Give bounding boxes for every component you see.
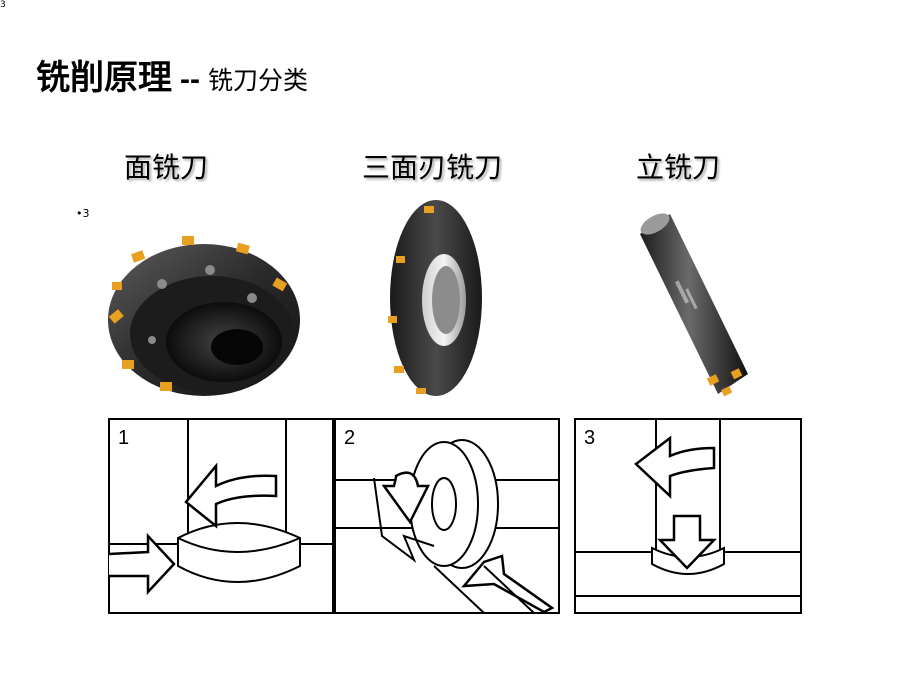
corner-mark: 3 <box>0 0 6 10</box>
face-mill-image <box>108 236 300 396</box>
diagram-1: 1 <box>108 418 334 614</box>
diagram-2: 2 <box>334 418 560 614</box>
label-face-mill: 面铣刀 <box>124 151 209 184</box>
bullet-mark: •3 <box>76 207 90 220</box>
end-mill-image <box>640 213 748 397</box>
title-separator: -- <box>180 63 200 96</box>
diagram-1-number: 1 <box>118 427 129 449</box>
diagram-3: 3 <box>574 418 802 614</box>
diagram-2-number: 2 <box>344 427 355 449</box>
side-mill-image <box>388 200 482 396</box>
title-main: 铣削原理 <box>36 58 172 98</box>
diagram-3-number: 3 <box>584 427 595 449</box>
title-sub: 铣刀分类 <box>207 66 308 95</box>
label-side-mill: 三面刃铣刀 <box>362 151 503 184</box>
page-title: 铣削原理--铣刀分类 <box>36 50 308 99</box>
label-end-mill: 立铣刀 <box>636 151 721 184</box>
